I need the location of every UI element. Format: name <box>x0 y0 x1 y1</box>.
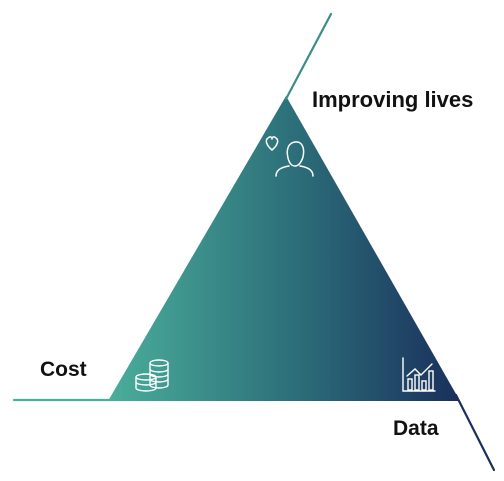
right-extension-line <box>454 393 496 472</box>
label-data: Data <box>393 417 439 440</box>
label-cost: Cost <box>40 358 87 381</box>
heart-person-icon <box>265 136 314 177</box>
bar-chart-icon <box>402 357 436 392</box>
triangle-shape <box>108 96 460 401</box>
label-improving-lives: Improving lives <box>312 87 474 112</box>
coins-stack-icon <box>135 359 169 392</box>
top-extension-line <box>284 12 333 101</box>
